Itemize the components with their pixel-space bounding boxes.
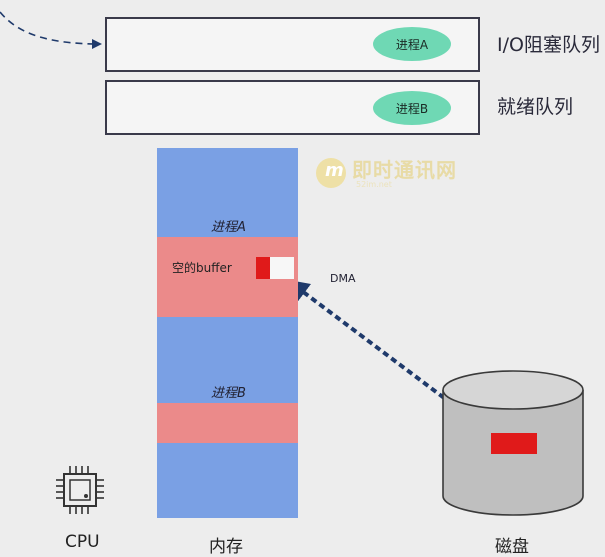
ready-queue-label: 就绪队列: [497, 96, 574, 118]
watermark-text: 即时通讯网: [352, 158, 457, 182]
buffer-data-segment: [256, 257, 270, 279]
disk-icon: [442, 370, 584, 516]
process-b-pill: 进程B: [373, 91, 451, 125]
watermark-logo-letter: m: [325, 160, 344, 181]
io-blocked-queue: 进程A: [105, 17, 480, 72]
process-a-pill-label: 进程A: [395, 37, 429, 52]
watermark-subtext: 52im.net: [356, 180, 392, 189]
memory-process-a-region: 空的buffer: [157, 237, 298, 317]
buffer-empty-segment: [270, 257, 294, 279]
cpu-label: CPU: [65, 532, 100, 552]
memory-process-a-label: 进程A: [211, 220, 246, 235]
memory-process-b-region: [157, 403, 298, 443]
memory-process-b-label: 进程B: [211, 386, 246, 401]
empty-buffer-label: 空的buffer: [172, 261, 232, 275]
io-blocked-queue-label: I/O阻塞队列: [497, 34, 600, 56]
disk-label: 磁盘: [495, 537, 529, 557]
ready-queue: 进程B: [105, 80, 480, 135]
cpu-chip-icon: [56, 466, 104, 514]
incoming-dashed-arrow: [0, 11, 102, 49]
memory-block: 进程A 空的buffer 进程B: [157, 148, 298, 518]
process-b-pill-label: 进程B: [395, 101, 429, 116]
dma-label: DMA: [330, 272, 356, 285]
memory-label: 内存: [209, 537, 243, 557]
process-a-pill: 进程A: [373, 27, 451, 61]
watermark-logo: [316, 158, 346, 188]
